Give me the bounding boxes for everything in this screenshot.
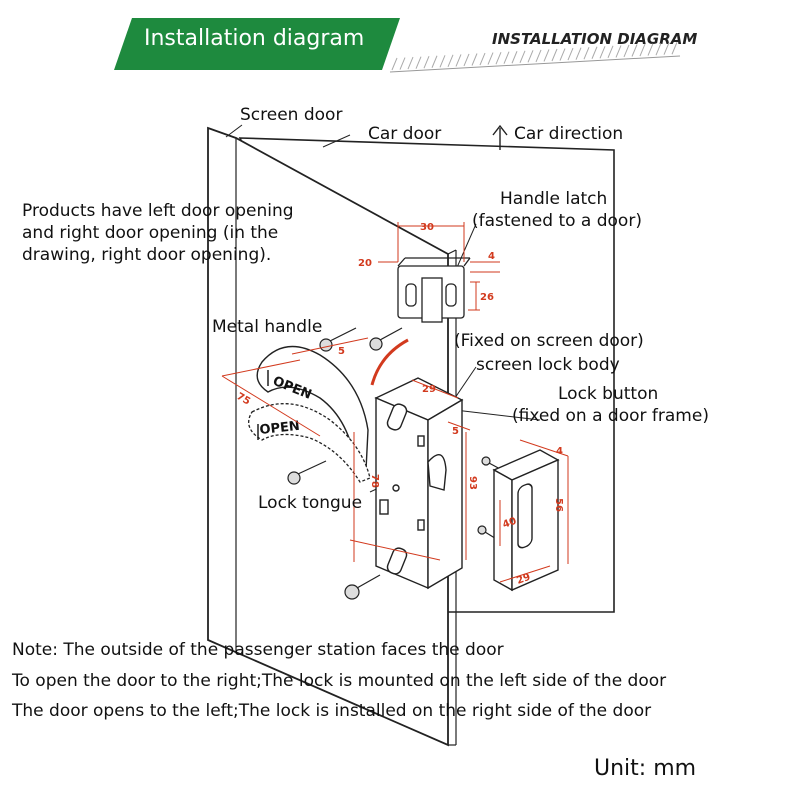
label-fixed-screen-door: (Fixed on screen door): [454, 331, 644, 351]
label-lock-button-note: (fixed on a door frame): [512, 406, 709, 426]
label-metal-handle: Metal handle: [212, 317, 323, 337]
label-handle-latch: Handle latch: [500, 189, 608, 209]
dim-button-height: 56: [553, 498, 564, 512]
note-line-1: Note: The outside of the passenger stati…: [12, 640, 504, 660]
label-handle-latch-note: (fastened to a door): [472, 211, 642, 231]
unit-label: Unit: mm: [594, 756, 697, 781]
products-line-3: drawing, right door opening).: [22, 245, 272, 266]
products-line-2: and right door opening (in the: [22, 223, 279, 244]
mount-arrow: [370, 338, 409, 386]
screw-top-right: [369, 327, 403, 351]
page-subtitle: INSTALLATION DIAGRAM: [492, 30, 698, 48]
screw-bottom-left: [344, 574, 381, 600]
label-screen-door: Screen door: [240, 105, 343, 125]
title-banner: [114, 18, 400, 70]
dim-handle-a: 5: [338, 346, 345, 357]
label-lock-button: Lock button: [558, 384, 659, 404]
label-screen-lock-body: screen lock body: [476, 355, 620, 375]
handle-latch: [397, 257, 471, 323]
dim-button-top: 4: [556, 446, 563, 457]
page-title: Installation diagram: [144, 26, 365, 51]
dim-body-width: 29: [422, 384, 436, 395]
metal-handle-swung: [248, 403, 371, 483]
dim-button-slot: 40: [501, 516, 518, 531]
lock-tongue: [427, 453, 447, 491]
label-car-direction: Car direction: [514, 124, 624, 144]
open-text-handle-swung: OPEN: [259, 419, 301, 438]
screen-lock-body: [374, 377, 464, 590]
dim-body-height: 93: [467, 476, 478, 490]
dim-body-a: 5: [452, 426, 459, 437]
car-direction-arrow: [492, 124, 508, 150]
products-line-1: Products have left door opening: [22, 201, 294, 221]
dim-latch-width: 30: [420, 222, 434, 233]
label-lock-tongue: Lock tongue: [258, 493, 363, 513]
screw-mid-left: [287, 460, 327, 485]
dim-latch-height: 26: [480, 292, 494, 303]
dim-body-b: 78: [369, 474, 380, 488]
dim-button-width: 29: [515, 572, 532, 587]
label-car-door: Car door: [368, 124, 442, 144]
note-line-3: The door opens to the left;The lock is i…: [12, 701, 652, 721]
screw-top-left: [319, 327, 357, 352]
dim-latch-offset: 4: [488, 251, 495, 262]
label-products-note: Products have left door opening and righ…: [22, 200, 294, 266]
note-line-2: To open the door to the right;The lock i…: [12, 671, 667, 691]
lock-button: [492, 449, 560, 592]
dim-latch-depth: 20: [358, 258, 372, 269]
